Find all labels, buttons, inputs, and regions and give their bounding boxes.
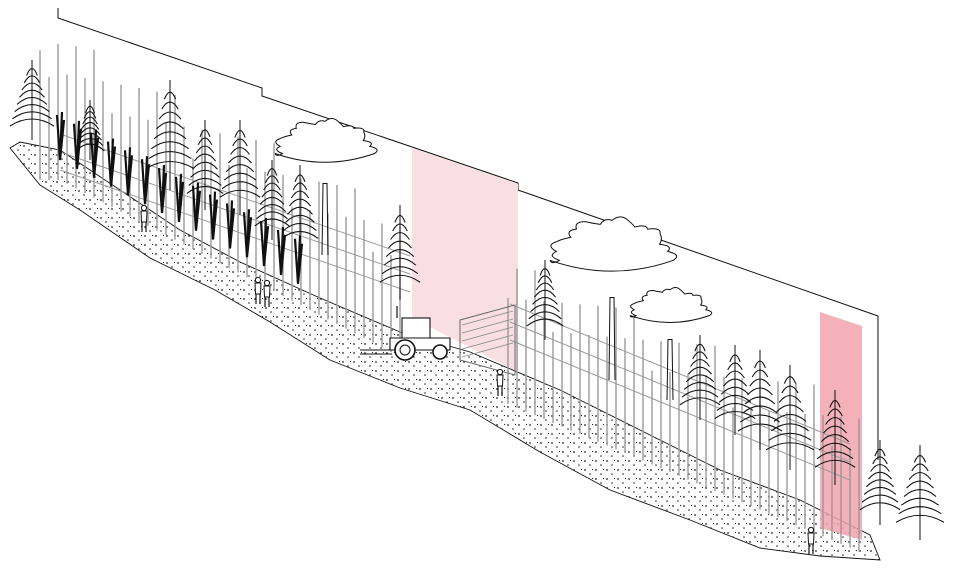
planted-bundle	[72, 120, 83, 169]
planted-bundle	[259, 218, 270, 267]
planted-bundle	[123, 147, 134, 196]
person-figure	[496, 368, 504, 396]
gate-slat	[461, 334, 514, 350]
conifer-tree	[814, 390, 856, 485]
person-figure	[807, 526, 815, 554]
frame-rail	[509, 339, 851, 481]
top-boundary-line	[57, 8, 879, 460]
conifer-tree	[379, 205, 421, 300]
planted-bundle	[293, 235, 304, 284]
planted-bundle	[140, 156, 151, 205]
broadleaf-tree	[274, 117, 378, 256]
person-figure	[140, 204, 148, 232]
person-figure	[254, 276, 262, 304]
conifer-tree	[254, 160, 290, 240]
planted-bundle	[106, 138, 117, 187]
conifer-tree	[737, 350, 783, 450]
broadleaf-tree	[549, 216, 678, 381]
planted-bundle	[276, 226, 287, 276]
frame-rail	[509, 321, 851, 463]
gate-slat	[461, 342, 514, 358]
tree-row	[9, 60, 945, 540]
conifer-tree	[9, 60, 55, 140]
person-figure	[263, 279, 271, 307]
gate-frame	[459, 304, 516, 376]
planted-bundle	[208, 191, 219, 240]
conifer-tree	[526, 260, 564, 340]
planted-bundle	[191, 182, 202, 231]
frame-rail	[59, 169, 411, 293]
planted-bundle	[55, 111, 66, 161]
frame-rail	[509, 303, 851, 445]
tractor	[360, 306, 451, 361]
conifer-tree	[219, 120, 261, 215]
broadleaf-tree	[629, 286, 713, 401]
conifer-tree	[186, 120, 224, 210]
conifer-tree	[895, 445, 945, 540]
conifer-tree	[145, 80, 195, 190]
conifer-tree	[714, 345, 756, 435]
planted-bundle	[174, 173, 185, 222]
figures-layer	[140, 204, 815, 554]
conifer-tree	[765, 365, 815, 470]
frame-rail	[59, 133, 411, 257]
frame-rail	[59, 151, 411, 275]
planted-bundle	[157, 164, 168, 214]
conifer-tree	[859, 440, 901, 525]
highlight-zone-light	[412, 148, 518, 372]
gate-slat	[461, 318, 514, 334]
planted-bundle	[242, 209, 253, 258]
gate-slat	[461, 326, 514, 342]
conifer-tree	[679, 335, 721, 420]
planted-bundle	[89, 129, 100, 178]
planted-bundle	[225, 200, 236, 249]
gate-slat	[461, 310, 514, 326]
